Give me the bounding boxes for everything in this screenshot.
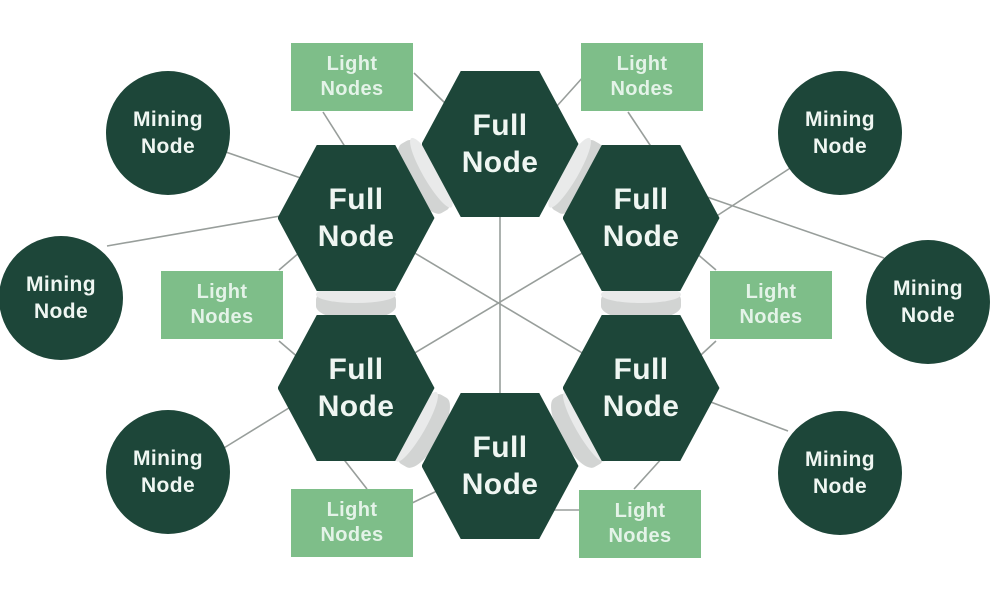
mining-node-top-right: Mining Node xyxy=(778,71,902,195)
mining-node-bottom-left: Mining Node xyxy=(106,410,230,534)
full-node-bottom: Full Node xyxy=(421,393,579,539)
full-node-top: Full Node xyxy=(421,71,579,217)
mining-node-bottom-right: Mining Node xyxy=(778,411,902,535)
connection-line-mining-bottom-left-to-full-lower-left xyxy=(218,402,298,452)
full-node-lower-left: Full Node xyxy=(277,315,435,461)
mining-node-right: Mining Node xyxy=(866,240,990,364)
mining-node-left: Mining Node xyxy=(0,236,123,360)
mining-node-top-left: Mining Node xyxy=(106,71,230,195)
connection-line-mining-bottom-right-to-full-lower-right xyxy=(699,397,789,432)
connection-line-light-top-right-to-full-top xyxy=(556,75,585,107)
connection-line-mining-top-left-to-full-upper-left xyxy=(219,149,316,184)
light-nodes-box-mid-right: Light Nodes xyxy=(710,271,832,339)
light-nodes-box-mid-left: Light Nodes xyxy=(161,271,283,339)
connection-line-mining-left-to-full-upper-left xyxy=(106,214,287,247)
full-node-lower-right: Full Node xyxy=(562,315,720,461)
light-nodes-box-top-left: Light Nodes xyxy=(291,43,413,111)
light-nodes-box-bottom-left: Light Nodes xyxy=(291,489,413,557)
full-node-upper-left: Full Node xyxy=(277,145,435,291)
full-node-upper-right: Full Node xyxy=(562,145,720,291)
connection-line-mining-right-to-full-upper-right xyxy=(706,196,885,259)
connection-line-light-top-left-to-full-top xyxy=(413,72,447,105)
connection-line-mining-top-right-to-full-upper-right xyxy=(711,162,799,220)
light-nodes-box-bottom-right: Light Nodes xyxy=(579,490,701,558)
connection-line-light-top-right-to-full-upper-right xyxy=(627,111,653,149)
light-nodes-box-top-right: Light Nodes xyxy=(581,43,703,111)
